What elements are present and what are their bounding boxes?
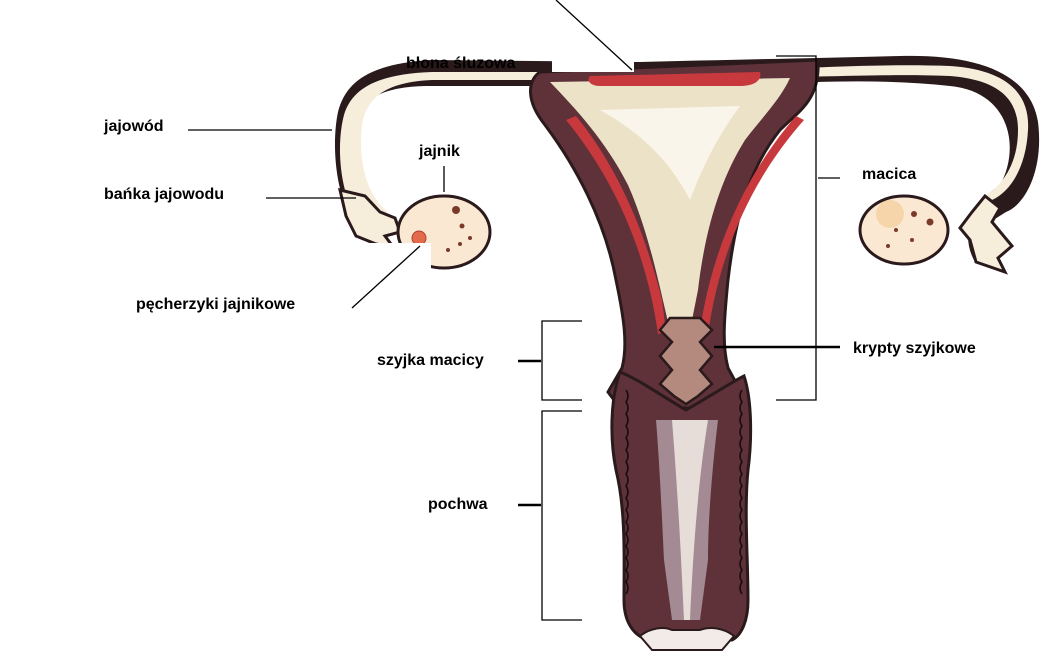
ovary-right-patch xyxy=(876,200,904,228)
ovary-right-dot-4 xyxy=(910,238,914,242)
vaginal-opening xyxy=(640,628,734,650)
follicle-dot-3 xyxy=(468,236,472,240)
ovary-right-dot-2 xyxy=(911,211,917,217)
bracket-pochwa xyxy=(542,411,582,620)
label-szyjka-macicy: szyjka macicy xyxy=(377,352,484,370)
label-jajnik: jajnik xyxy=(419,143,460,161)
bracket-szyjka-macicy xyxy=(542,321,582,400)
label-krypty-szyjkowe: krypty szyjkowe xyxy=(853,340,976,358)
label-jajowod: jajowód xyxy=(104,118,164,136)
follicle-dot-4 xyxy=(458,242,462,246)
label-blona-sluzowa: błona śluzowa xyxy=(406,55,515,73)
label-pecherzyki-jajnikowe: pęcherzyki jajnikowe xyxy=(136,296,295,314)
follicle-dot-2 xyxy=(460,224,465,229)
ovary-right xyxy=(860,196,948,264)
label-pochwa: pochwa xyxy=(428,496,488,514)
follicle-dot-5 xyxy=(446,248,450,252)
label-mask-left xyxy=(347,243,431,309)
follicle-dot-1 xyxy=(452,206,460,214)
follicle-large xyxy=(412,231,426,245)
ovary-right-dot-3 xyxy=(894,228,898,232)
ovary-right-dot-1 xyxy=(927,219,934,226)
ovary-right-dot-5 xyxy=(886,244,890,248)
cervical-canal xyxy=(660,318,712,404)
label-banka-jajowodu: bańka jajowodu xyxy=(104,186,224,204)
label-macica: macica xyxy=(862,166,916,184)
